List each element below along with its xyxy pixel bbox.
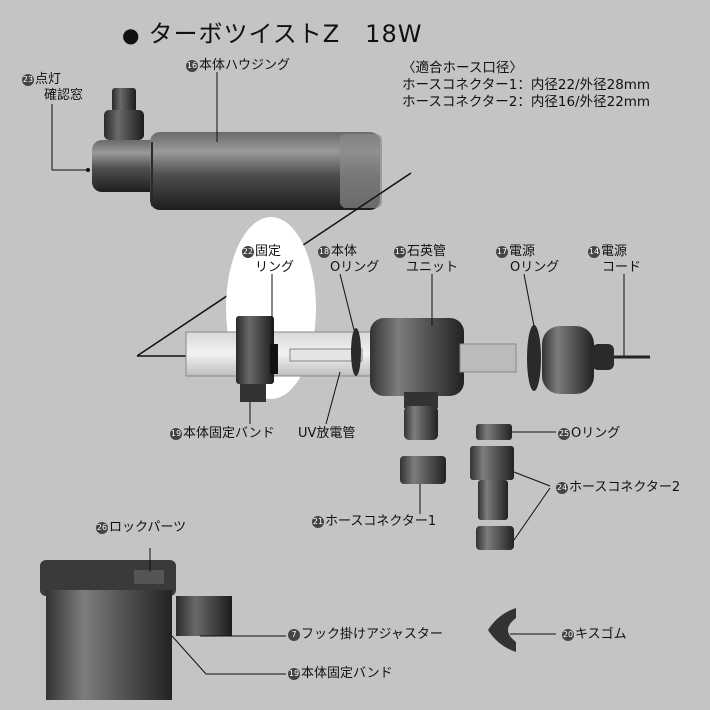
fixing-band bbox=[236, 316, 274, 402]
suction-cup bbox=[488, 608, 516, 652]
power-o-ring bbox=[527, 325, 541, 391]
hose-connector-2 bbox=[470, 446, 514, 550]
title-text: ターボツイストZ 18W bbox=[148, 20, 423, 48]
hose-connector-1 bbox=[400, 456, 446, 484]
label-uv-lamp: UV放電管 bbox=[298, 426, 356, 441]
page-title: ● ターボツイストZ 18W bbox=[122, 14, 422, 49]
hose-info-line1: ホースコネクター1：内径22/外径28mm bbox=[402, 77, 651, 93]
quartz-tube-unit bbox=[370, 318, 517, 440]
power-cord-cap bbox=[542, 326, 650, 394]
leader-lines bbox=[149, 273, 625, 675]
bullet-icon: ● bbox=[122, 23, 141, 47]
fixing-ring bbox=[270, 344, 278, 374]
hose-info-heading: 〈適合ホース口径〉 bbox=[402, 60, 523, 76]
body-o-ring bbox=[351, 328, 361, 376]
o-ring-25 bbox=[476, 424, 512, 440]
uv-lamp bbox=[289, 348, 363, 362]
indicator-window-leader bbox=[51, 104, 90, 172]
main-housing bbox=[92, 88, 382, 210]
lock-part-assembly bbox=[40, 560, 232, 700]
hose-info-line2: ホースコネクター2：内径16/外径22mm bbox=[402, 94, 651, 110]
